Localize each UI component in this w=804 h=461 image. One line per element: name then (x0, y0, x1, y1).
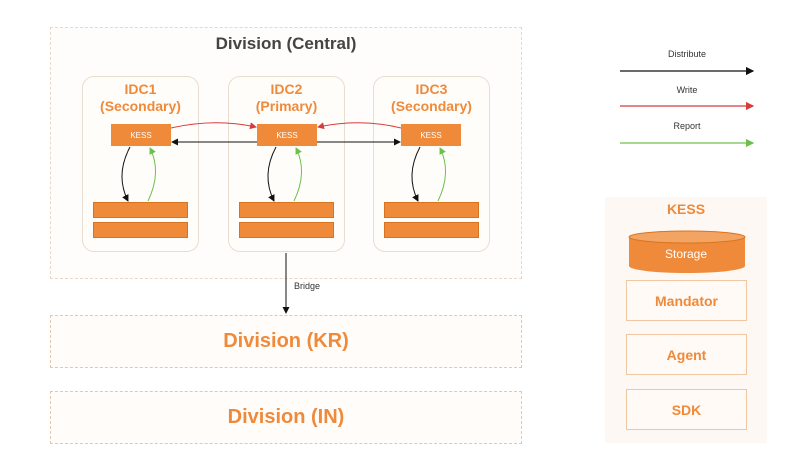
idc1-role: (Secondary) (100, 98, 181, 114)
idc2-storage-bar-2 (239, 222, 334, 238)
idc1-distribute-down (121, 146, 131, 202)
idc3-report-up (437, 147, 446, 202)
storage-label: Storage (664, 247, 708, 261)
mandator-label: Mandator (655, 292, 718, 309)
idc3-kess-node: KESS (401, 124, 461, 146)
idc3-name: IDC3 (415, 81, 448, 97)
idc3-distribute-down (411, 146, 421, 202)
bridge-label: Bridge (294, 281, 321, 291)
idc2-kess-node: KESS (257, 124, 317, 146)
idc2-distribute-down (267, 146, 277, 202)
write-arrow-idc1-to-idc2 (170, 122, 257, 130)
central-division-title: Division (Central) (215, 34, 357, 53)
idc3-storage-bar-2 (384, 222, 479, 238)
mandator-box: Mandator (626, 280, 747, 321)
agent-label: Agent (666, 346, 707, 363)
legend-write-label: Write (676, 85, 698, 95)
sdk-label: SDK (671, 401, 702, 418)
division-kr-box: Division (KR) (50, 315, 522, 368)
division-in-box: Division (IN) (50, 391, 522, 444)
idc1-kess-node: KESS (111, 124, 171, 146)
idc2-role: (Primary) (255, 98, 318, 114)
idc1-storage-bar-2 (93, 222, 188, 238)
sdk-box: SDK (626, 389, 747, 430)
idc3-role: (Secondary) (391, 98, 472, 114)
idc1-report-up (147, 147, 156, 202)
write-arrow-idc3-to-idc2 (317, 122, 402, 130)
agent-box: Agent (626, 334, 747, 375)
idc1-name: IDC1 (124, 81, 157, 97)
storage-cylinder-icon (628, 230, 746, 273)
idc3-storage-bar-1 (384, 202, 479, 218)
idc2-storage-bar-1 (239, 202, 334, 218)
idc2-report-up (293, 147, 302, 202)
division-in-label: Division (IN) (227, 406, 345, 428)
idc1-storage-bar-1 (93, 202, 188, 218)
kess-panel-title: KESS (666, 201, 706, 217)
idc2-name: IDC2 (270, 81, 303, 97)
division-kr-label: Division (KR) (223, 330, 349, 352)
legend-distribute-label: Distribute (667, 49, 706, 59)
legend-report-label: Report (673, 121, 701, 131)
